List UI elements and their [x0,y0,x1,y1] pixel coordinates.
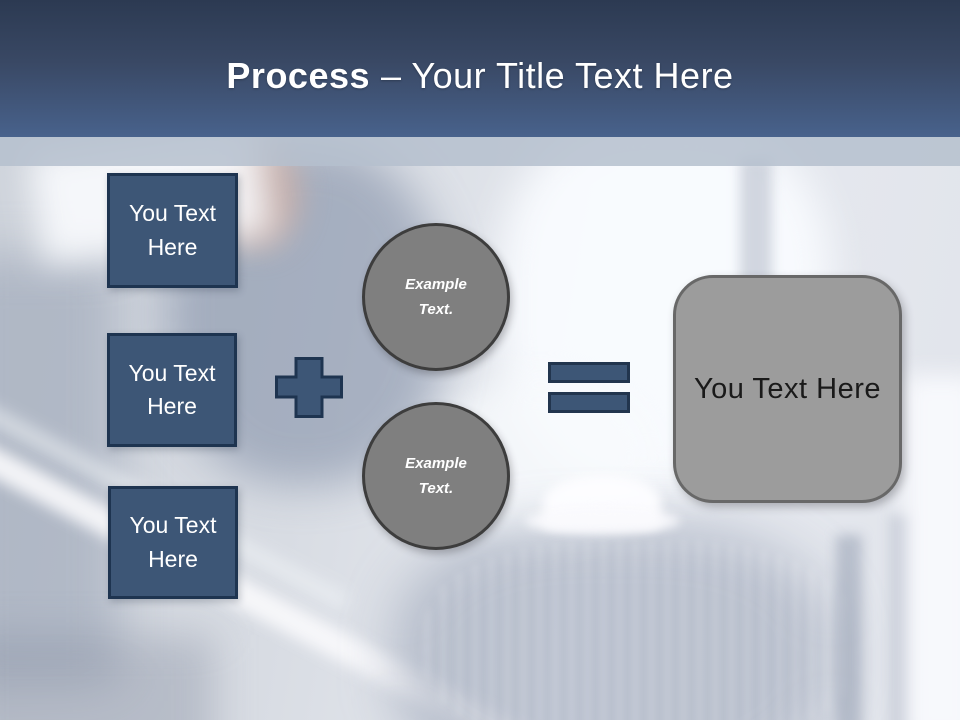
title-bar: Process– Your Title Text Here [0,0,960,137]
input-box-2-label: You Text Here [128,359,216,419]
result-box-label: You Text Here [693,372,882,405]
input-box-3-label: You Text Here [129,512,217,572]
photo-desk-shadow [395,525,835,720]
title-emphasis: Process [226,54,371,96]
input-box-1[interactable]: You Text Here [107,173,238,288]
photo-right-edge-highlight [903,375,960,720]
photo-hat-brim [525,508,680,534]
accent-band [0,137,960,166]
photo-bottom-left-shadow [0,635,215,720]
example-circle-2-label: Example Text. [405,454,467,498]
example-circle-1[interactable]: Example Text. [362,223,510,371]
title-rest-text: – Your Title Text Here [381,54,734,96]
slide-title: Process– Your Title Text Here [226,41,733,97]
equals-bar-top [548,362,630,383]
result-box[interactable]: You Text Here [673,275,902,503]
photo-pole-bottom-1 [836,535,862,720]
input-box-3[interactable]: You Text Here [108,486,238,599]
plus-sign-icon [275,357,343,418]
input-box-1-label: You Text Here [129,200,216,260]
equals-sign-icon [548,362,630,413]
input-box-2[interactable]: You Text Here [107,333,237,447]
example-circle-2[interactable]: Example Text. [362,402,510,550]
example-circle-1-label: Example Text. [405,275,467,319]
photo-desk-texture [425,540,855,720]
equals-bar-bottom [548,392,630,413]
